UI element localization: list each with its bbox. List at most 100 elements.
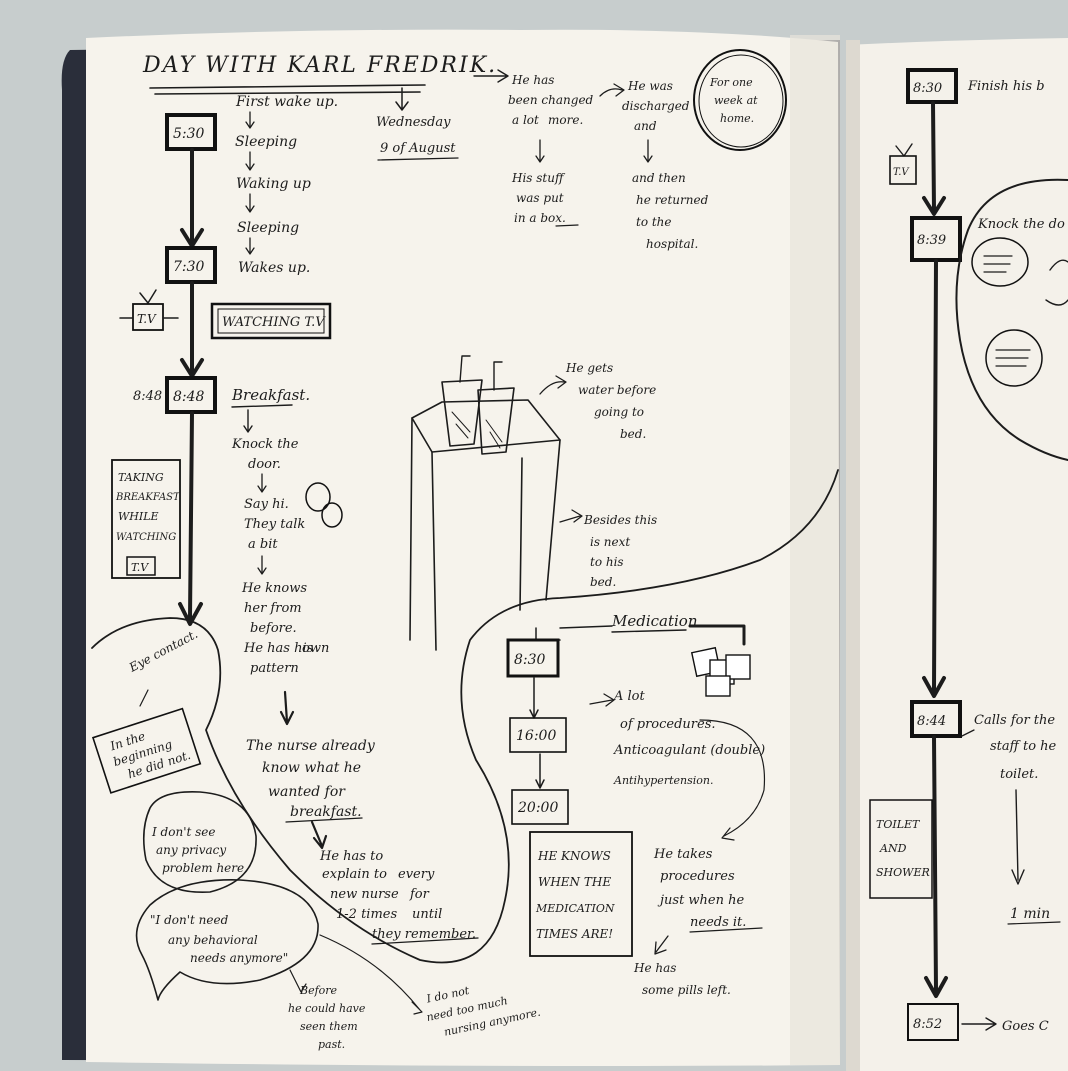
curved-region-outline (91, 469, 839, 964)
week-home-circle (693, 49, 787, 151)
end-note: Goes C (1002, 1019, 1049, 1034)
note-first-wake: First wake up. (235, 94, 338, 110)
explain-notes: He has to explain to every new nurse for… (319, 849, 476, 942)
right-timeline: 8:30 8:39 8:44 8:52 (906, 68, 962, 1041)
ex-5: 1-2 times (336, 907, 397, 922)
left-page (86, 29, 840, 1067)
beh-2: needs anymore" (190, 951, 288, 965)
medication-timeline: 8:30 16:00 20:00 (506, 638, 569, 825)
breakfast-notes: Knock the door. Say hi. They talk a bit … (231, 437, 329, 676)
rt-time-3: 8:44 (917, 714, 946, 729)
medication-title: Medication (611, 612, 698, 630)
knock-note: Knock the do (977, 217, 1065, 232)
ex-7: they remember. (372, 927, 476, 942)
tk-3: needs it. (690, 915, 746, 930)
small-speech-bubble-icon (305, 482, 343, 528)
watching-tv-box (210, 302, 332, 340)
bf-note-9: own (302, 641, 329, 656)
mn-2: Anticoagulant (double) (613, 743, 765, 758)
pills-icon (690, 646, 751, 697)
ex-1: explain to (322, 867, 387, 882)
kb-1: WHEN THE (538, 875, 611, 889)
tt-1: AND (879, 842, 907, 855)
nurse-3: breakfast. (290, 804, 362, 820)
tn-1: been changed (508, 93, 594, 107)
toilet-shower-box (869, 799, 933, 899)
medication-notes: A lot of procedures. Anticoagulant (doub… (613, 689, 765, 787)
bf-note-0: Knock the (231, 437, 299, 452)
tk-0: He takes (653, 847, 713, 862)
kb-3: TIMES ARE! (536, 927, 613, 941)
nurse-notes: The nurse already know what he wanted fo… (246, 738, 376, 820)
wn-0: He gets (565, 361, 613, 375)
tb-1: BREAKFAST (115, 492, 181, 503)
watching-tv-label: WATCHING T.V (222, 315, 326, 330)
ex-3: new nurse (330, 887, 399, 902)
privacy-bubble-text: I don't see any privacy problem here. (151, 825, 248, 875)
med-time-2: 16:00 (516, 728, 556, 744)
bf-note-3: They talk (244, 517, 305, 532)
water-note: He gets water before going to bed. (565, 361, 656, 441)
one-min-note: 1 min (1010, 906, 1050, 922)
sleep-notes: First wake up. Sleeping Waking up Sleepi… (235, 94, 338, 276)
tbn-1: is next (590, 535, 630, 549)
tn-0: He has (511, 73, 554, 87)
bedside-table-sketch (409, 355, 561, 651)
beh-1: any behavioral (168, 933, 258, 947)
privacy-bubble (142, 791, 257, 894)
tbn-3: bed. (590, 575, 616, 589)
beh-0: "I don't need (150, 913, 229, 927)
mv-0: He was (627, 79, 673, 93)
stuff-notes: His stuff was put in a box. (511, 171, 566, 225)
cn-0: For one (709, 76, 753, 89)
table-note: Besides this is next to his bed. (583, 513, 657, 589)
right-tv-label: T.V (893, 167, 910, 178)
ex-2: every (398, 867, 435, 882)
tb-4: T.V (131, 561, 149, 574)
mn-3: Antihypertension. (613, 774, 713, 787)
page-title: DAY WITH KARL FREDRIK. (142, 53, 497, 78)
knows-medication-box (529, 831, 633, 957)
time-box-1: 5:30 (173, 126, 205, 142)
bf-note-4: a bit (248, 537, 278, 552)
pl-1: some pills left. (642, 983, 731, 997)
med-time-1: 8:30 (514, 652, 546, 668)
cl-0: Calls for the (974, 713, 1055, 728)
time-box-2: 7:30 (173, 259, 205, 275)
bs-2: seen them (300, 1020, 358, 1033)
med-time-3: 20:00 (517, 800, 558, 816)
tn-4: His stuff (511, 171, 566, 185)
kb-2: MEDICATION (535, 902, 615, 915)
behaviour-bubble-text: "I don't need any behavioral needs anymo… (150, 913, 288, 965)
tv-label: T.V (137, 312, 157, 326)
mn-0: A lot (613, 689, 646, 704)
bf-note-1: door. (248, 457, 281, 472)
nurse-0: The nurse already (246, 738, 376, 754)
tn-3: more. (548, 113, 583, 127)
tk-2: just when he (657, 893, 745, 908)
ex-6: until (412, 907, 442, 922)
left-timeline: 5:30 7:30 8:48 8:48 (133, 113, 217, 626)
note-wakes-up: Wakes up. (238, 260, 310, 276)
taking-breakfast-box (111, 459, 181, 579)
rt-time-1: 8:30 (913, 81, 942, 96)
tb-2: WHILE (118, 510, 159, 523)
takes-notes: He takes procedures just when he needs i… (653, 847, 746, 930)
mv-1: discharged (622, 99, 690, 113)
tbn-0: Besides this (583, 513, 657, 527)
week-home-text: For one week at home. (709, 76, 758, 125)
behaviour-bubble (135, 879, 319, 1001)
pl-0: He has (633, 961, 676, 975)
tb-3: WATCHING (116, 532, 176, 543)
ex-4: for (409, 887, 430, 902)
bf-note-10: pattern (250, 661, 299, 676)
note-sleeping-1: Sleeping (235, 134, 297, 150)
cn-2: home. (720, 112, 754, 125)
right-speech-bubble-icons (971, 237, 1068, 387)
wn-1: water before (578, 383, 656, 397)
date-line-2: 9 of August (380, 141, 456, 156)
bf-note-7: before. (250, 621, 297, 636)
note-sleeping-2: Sleeping (237, 220, 299, 236)
changed-notes: He has been changed a lot more. (508, 73, 594, 127)
